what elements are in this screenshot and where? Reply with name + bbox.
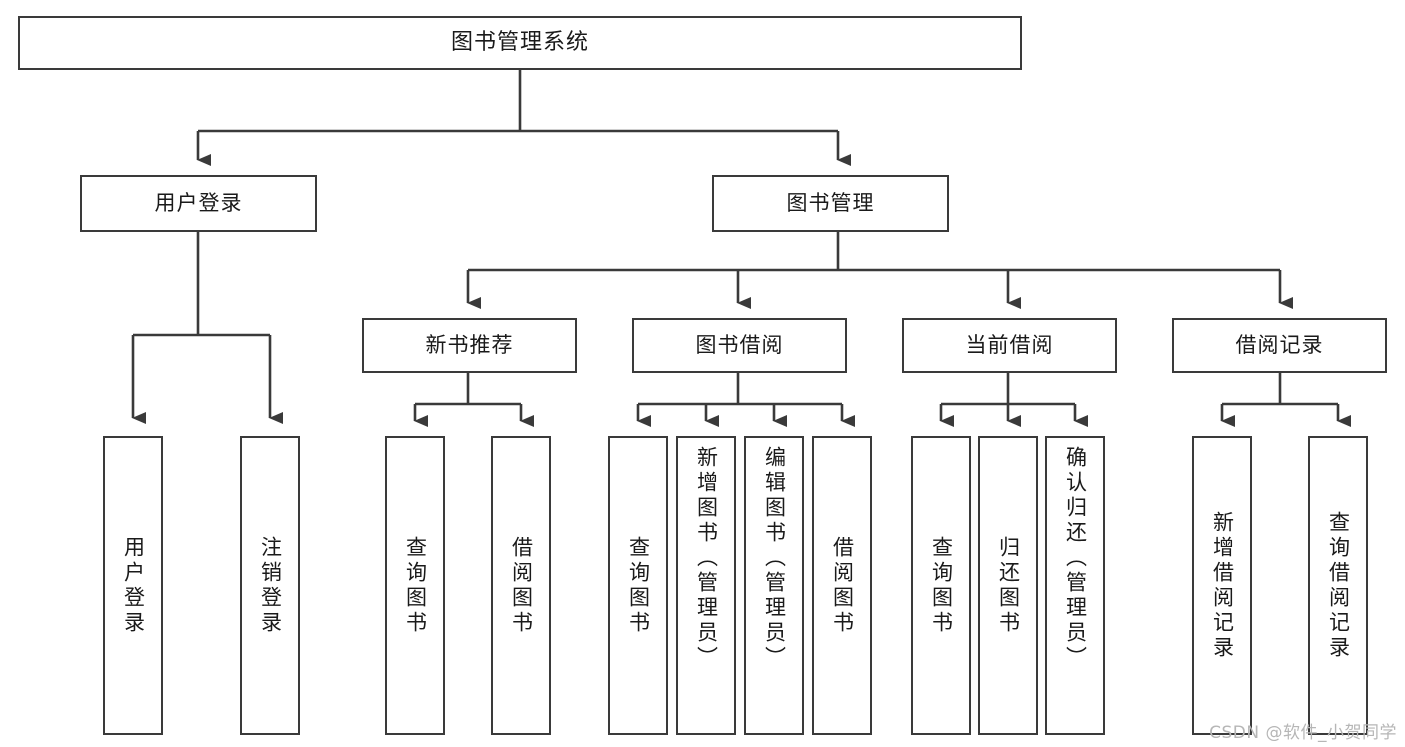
leaf-query-book-1[interactable]: 查询图书	[385, 436, 445, 735]
node-user-login[interactable]: 用户登录	[80, 175, 317, 232]
leaf-add-book[interactable]: 新增图书（管理员）	[676, 436, 736, 735]
node-new-book-rec[interactable]: 新书推荐	[362, 318, 577, 373]
leaf-query-book-3-label: 查询图书	[929, 535, 954, 636]
leaf-return-book-label: 归还图书	[996, 535, 1021, 636]
leaf-borrow-book-2[interactable]: 借阅图书	[812, 436, 872, 735]
node-borrow-record-label: 借阅记录	[1235, 333, 1324, 358]
node-new-book-rec-label: 新书推荐	[425, 333, 514, 358]
leaf-user-login-label: 用户登录	[121, 535, 146, 636]
leaf-add-record[interactable]: 新增借阅记录	[1192, 436, 1252, 735]
leaf-user-login[interactable]: 用户登录	[103, 436, 163, 735]
leaf-logout[interactable]: 注销登录	[240, 436, 300, 735]
node-current-borrow[interactable]: 当前借阅	[902, 318, 1117, 373]
leaf-query-book-1-label: 查询图书	[403, 535, 428, 636]
leaf-query-record-label: 查询借阅记录	[1326, 510, 1351, 661]
node-book-borrow-label: 图书借阅	[695, 333, 784, 358]
leaf-edit-book[interactable]: 编辑图书（管理员）	[744, 436, 804, 735]
node-borrow-record[interactable]: 借阅记录	[1172, 318, 1387, 373]
leaf-logout-label: 注销登录	[258, 535, 283, 636]
node-root-label: 图书管理系统	[450, 30, 589, 56]
node-book-manage[interactable]: 图书管理	[712, 175, 949, 232]
leaf-add-book-label: 新增图书（管理员）	[694, 446, 719, 671]
leaf-borrow-book-1-label: 借阅图书	[509, 535, 534, 636]
leaf-edit-book-label: 编辑图书（管理员）	[762, 446, 787, 671]
leaf-borrow-book-2-label: 借阅图书	[830, 535, 855, 636]
leaf-query-book-2-label: 查询图书	[626, 535, 651, 636]
node-root[interactable]: 图书管理系统	[18, 16, 1022, 70]
leaf-confirm-return-label: 确认归还（管理员）	[1063, 446, 1088, 671]
leaf-query-book-2[interactable]: 查询图书	[608, 436, 668, 735]
leaf-add-record-label: 新增借阅记录	[1210, 510, 1235, 661]
leaf-query-book-3[interactable]: 查询图书	[911, 436, 971, 735]
node-current-borrow-label: 当前借阅	[965, 333, 1054, 358]
node-book-borrow[interactable]: 图书借阅	[632, 318, 847, 373]
leaf-return-book[interactable]: 归还图书	[978, 436, 1038, 735]
node-user-login-label: 用户登录	[154, 191, 243, 216]
leaf-query-record[interactable]: 查询借阅记录	[1308, 436, 1368, 735]
leaf-borrow-book-1[interactable]: 借阅图书	[491, 436, 551, 735]
leaf-confirm-return[interactable]: 确认归还（管理员）	[1045, 436, 1105, 735]
node-book-manage-label: 图书管理	[786, 191, 875, 216]
